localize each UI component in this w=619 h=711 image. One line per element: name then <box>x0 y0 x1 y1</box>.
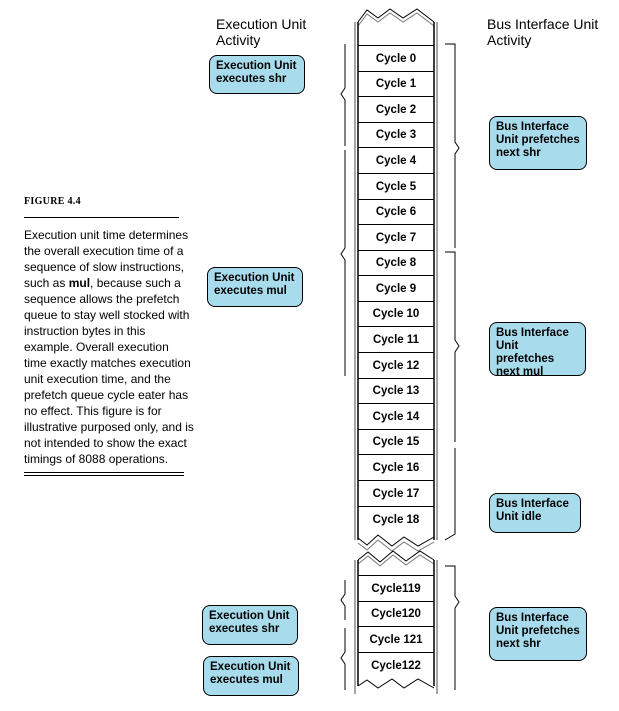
execution-unit-header: Execution Unit Activity <box>216 16 306 48</box>
biu-callout-line1: Bus Interface <box>496 498 569 510</box>
biu-brace-1 <box>445 43 460 248</box>
cycle-cell: Cycle 0 <box>358 45 434 71</box>
eu-callout-line2: executes mul <box>214 285 287 297</box>
eu-callout-line1: Execution Unit <box>209 610 290 622</box>
cycle-cell: Cycle 6 <box>358 199 434 224</box>
biu-callout-line2: Unit idle <box>496 511 542 523</box>
eu-brace-4 <box>340 628 346 690</box>
eu-callout-shr-2: Execution Unit executes shr <box>202 605 298 645</box>
biu-callout-line2: Unit prefetches <box>496 625 580 637</box>
biu-callout-prefetch-mul: Bus Interface Unit prefetches next mul <box>489 322 586 378</box>
eu-callout-mul: Execution Unit executes mul <box>207 267 303 307</box>
execution-unit-header-line2: Activity <box>216 32 261 48</box>
cycle-cell: Cycle 15 <box>358 429 434 454</box>
cycle-cell: Cycle120 <box>358 601 434 626</box>
biu-callout-idle: Bus Interface Unit idle <box>489 493 581 533</box>
cycle-cell: Cycle 7 <box>358 224 434 250</box>
cycle-cell: Cycle 10 <box>358 301 434 326</box>
bus-interface-unit-header-line1: Bus Interface Unit <box>487 16 599 32</box>
figure-title: FIGURE 4.4 <box>24 196 81 207</box>
cycle-cell: Cycle 18 <box>358 506 434 532</box>
biu-callout-line1: Bus Interface <box>496 327 569 339</box>
break-zigzag-upper-shadow <box>357 539 435 552</box>
cycle-cell: Cycle 12 <box>358 352 434 378</box>
cycle-cell: Cycle 11 <box>358 326 434 352</box>
biu-callout-line1: Bus Interface <box>496 121 569 133</box>
eu-callout-line1: Execution Unit <box>216 60 297 72</box>
figure-description: Execution unit time determines the overa… <box>24 227 194 467</box>
caption-rule-bottom-1 <box>24 472 184 473</box>
eu-callout-line1: Execution Unit <box>214 272 295 284</box>
execution-unit-header-line1: Execution Unit <box>216 16 307 32</box>
cycle-cell: Cycle 13 <box>358 378 434 403</box>
cycle-cell: Cycle 3 <box>358 122 434 147</box>
eu-callout-mul-2: Execution Unit executes mul <box>203 656 299 696</box>
eu-brace-2 <box>340 150 346 376</box>
bus-interface-unit-header-line2: Activity <box>487 32 532 48</box>
eu-brace-3 <box>340 580 346 620</box>
figure-caption: FIGURE 4.4 Execution unit time determine… <box>24 196 194 476</box>
cycle-cell: Cycle 2 <box>358 96 434 122</box>
bottom-zigzag <box>357 678 435 689</box>
eu-brace-1 <box>340 44 346 146</box>
bus-interface-unit-header: Bus Interface Unit Activity <box>487 16 598 48</box>
cycle-cell: Cycle 14 <box>358 403 434 429</box>
cycle-cell: Cycle 9 <box>358 275 434 301</box>
biu-brace-2 <box>445 251 460 442</box>
top-zigzag-shadow <box>357 12 435 27</box>
biu-callout-line1: Bus Interface <box>496 612 569 624</box>
figure-text-before: Execution unit time determines the overa… <box>24 228 189 290</box>
cycle-cell: Cycle 8 <box>358 250 434 275</box>
cycle-cell: Cycle 121 <box>358 626 434 652</box>
biu-brace-3 <box>444 448 456 541</box>
biu-callout-line2: Unit prefetches <box>496 134 580 146</box>
biu-callout-line3: next shr <box>496 147 541 159</box>
figure-text-after: , because such a sequence allows the pre… <box>24 276 194 466</box>
top-zigzag <box>357 8 435 23</box>
eu-callout-line2: executes shr <box>216 73 287 85</box>
cycle-cell: Cycle 1 <box>358 71 434 96</box>
cycle-cell: Cycle 17 <box>358 480 434 506</box>
eu-callout-line2: executes mul <box>210 674 283 686</box>
caption-rule-bottom-2 <box>24 475 184 476</box>
caption-rule-top <box>24 217 179 218</box>
biu-callout-prefetch-shr: Bus Interface Unit prefetches next shr <box>489 116 587 170</box>
biu-brace-4 <box>445 565 460 690</box>
biu-callout-line3: next mul <box>496 366 544 378</box>
eu-callout-line2: executes shr <box>209 623 280 635</box>
biu-callout-prefetch-shr-2: Bus Interface Unit prefetches next shr <box>489 607 587 661</box>
eu-callout-line1: Execution Unit <box>210 661 291 673</box>
break-zigzag-lower <box>357 550 435 563</box>
eu-callout-shr: Execution Unit executes shr <box>209 55 305 94</box>
cycle-cell: Cycle119 <box>358 575 434 601</box>
figure-text-bold: mul <box>68 276 91 290</box>
cycle-cell: Cycle 5 <box>358 173 434 199</box>
cycle-cell: Cycle122 <box>358 652 434 678</box>
biu-callout-line2: Unit prefetches <box>496 340 555 365</box>
cycle-cell: Cycle 4 <box>358 147 434 173</box>
break-zigzag-upper <box>357 534 435 547</box>
break-zigzag-lower-shadow <box>357 554 435 567</box>
cycle-cell: Cycle 16 <box>358 454 434 480</box>
biu-callout-line3: next shr <box>496 638 541 650</box>
